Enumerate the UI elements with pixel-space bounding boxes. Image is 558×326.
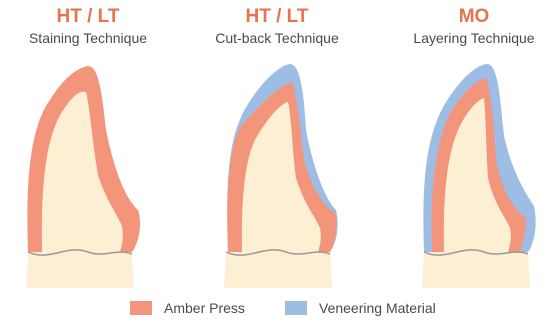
legend-label-veneering-material: Veneering Material (319, 300, 436, 316)
tooth-1-base (26, 252, 134, 288)
tooth-3-base (422, 252, 530, 288)
tooth-layering (422, 64, 536, 288)
veneering-material-swatch (285, 301, 307, 315)
legend-label-amber-press: Amber Press (164, 300, 245, 316)
amber-press-swatch (130, 301, 152, 315)
teeth-illustration (0, 0, 558, 300)
tooth-staining (26, 66, 140, 288)
tooth-2-base (224, 252, 332, 288)
legend-item-amber-press: Amber Press (130, 300, 245, 316)
legend: Amber Press Veneering Material (0, 300, 558, 324)
tooth-cutback (224, 64, 338, 288)
legend-item-veneering-material: Veneering Material (285, 300, 436, 316)
